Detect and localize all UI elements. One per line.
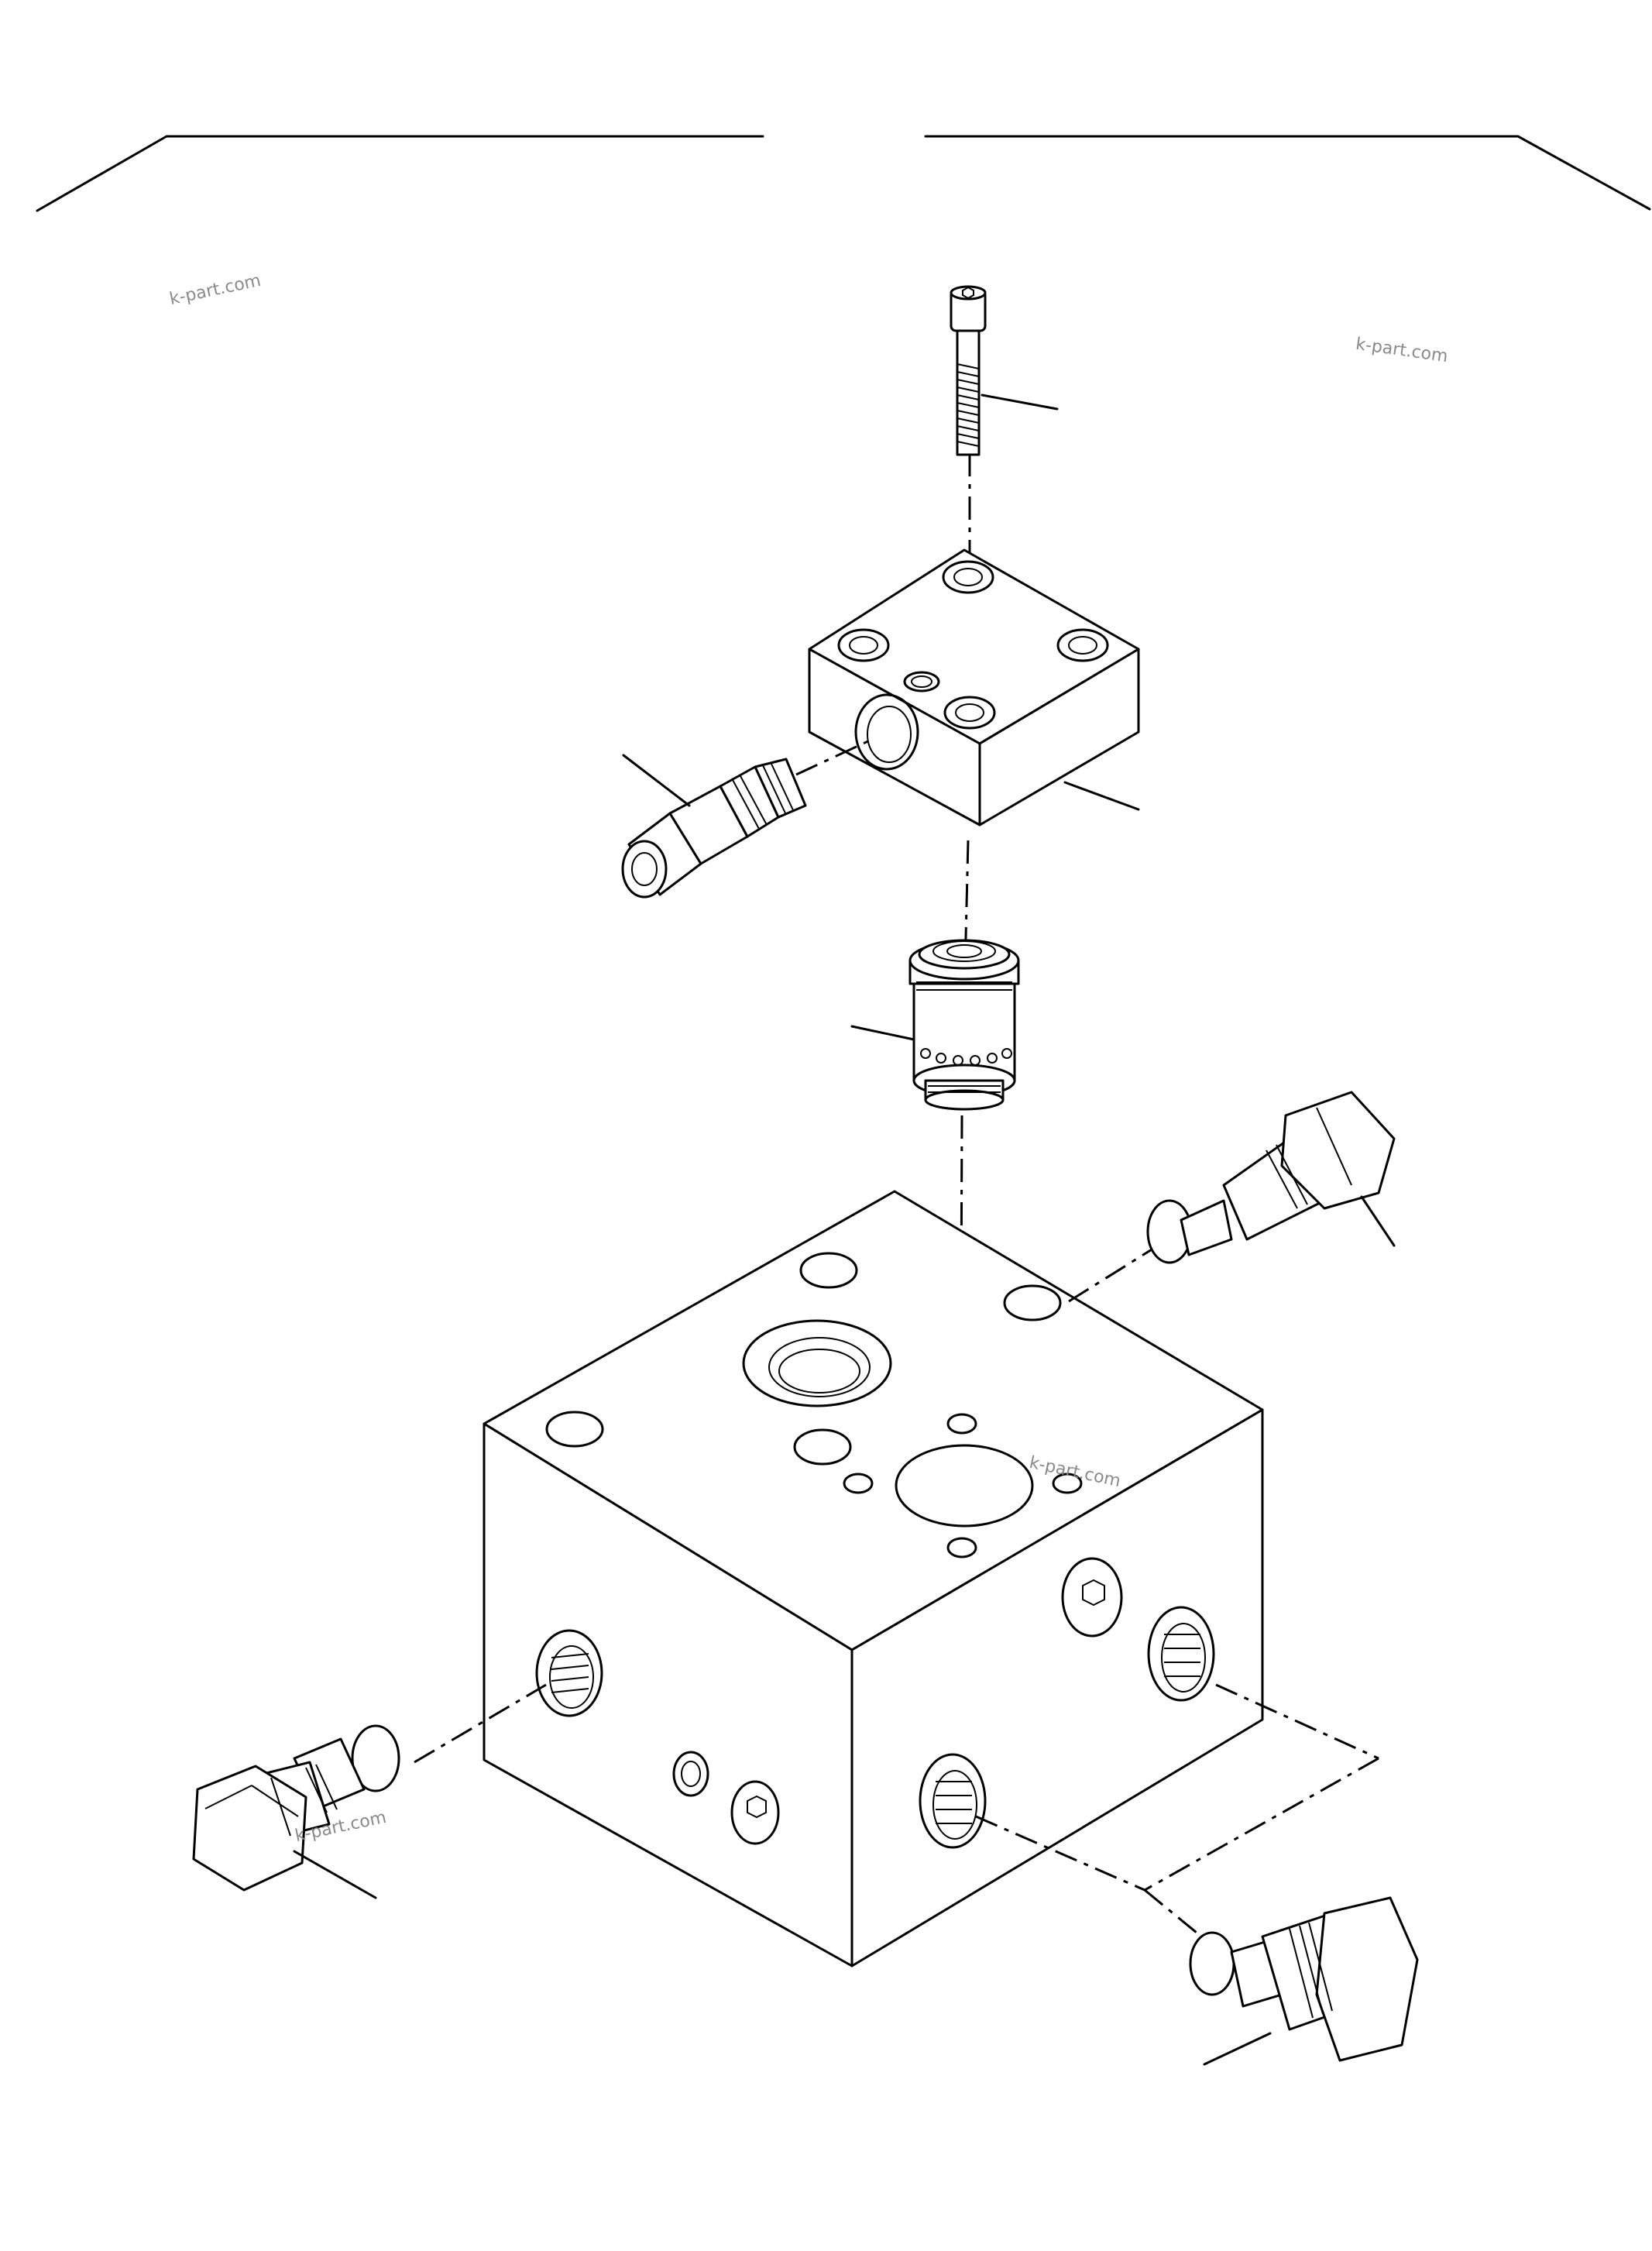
- frame-top-right: [924, 135, 1651, 211]
- leader-bracket-lower-right: [975, 1683, 1379, 1934]
- hex-plug-left: [192, 1683, 547, 1899]
- cover-block: [808, 548, 1140, 827]
- socket-head-bolt: [950, 285, 1059, 456]
- frame-top-left: [36, 135, 764, 212]
- valve-body-block: [483, 1190, 1264, 1967]
- check-valve-cartridge: [850, 939, 1020, 1111]
- hex-plug-lower-right: [1189, 1896, 1419, 2066]
- hex-plug-upper-right: [1068, 1091, 1396, 1303]
- relief-valve-cartridge: [621, 738, 872, 899]
